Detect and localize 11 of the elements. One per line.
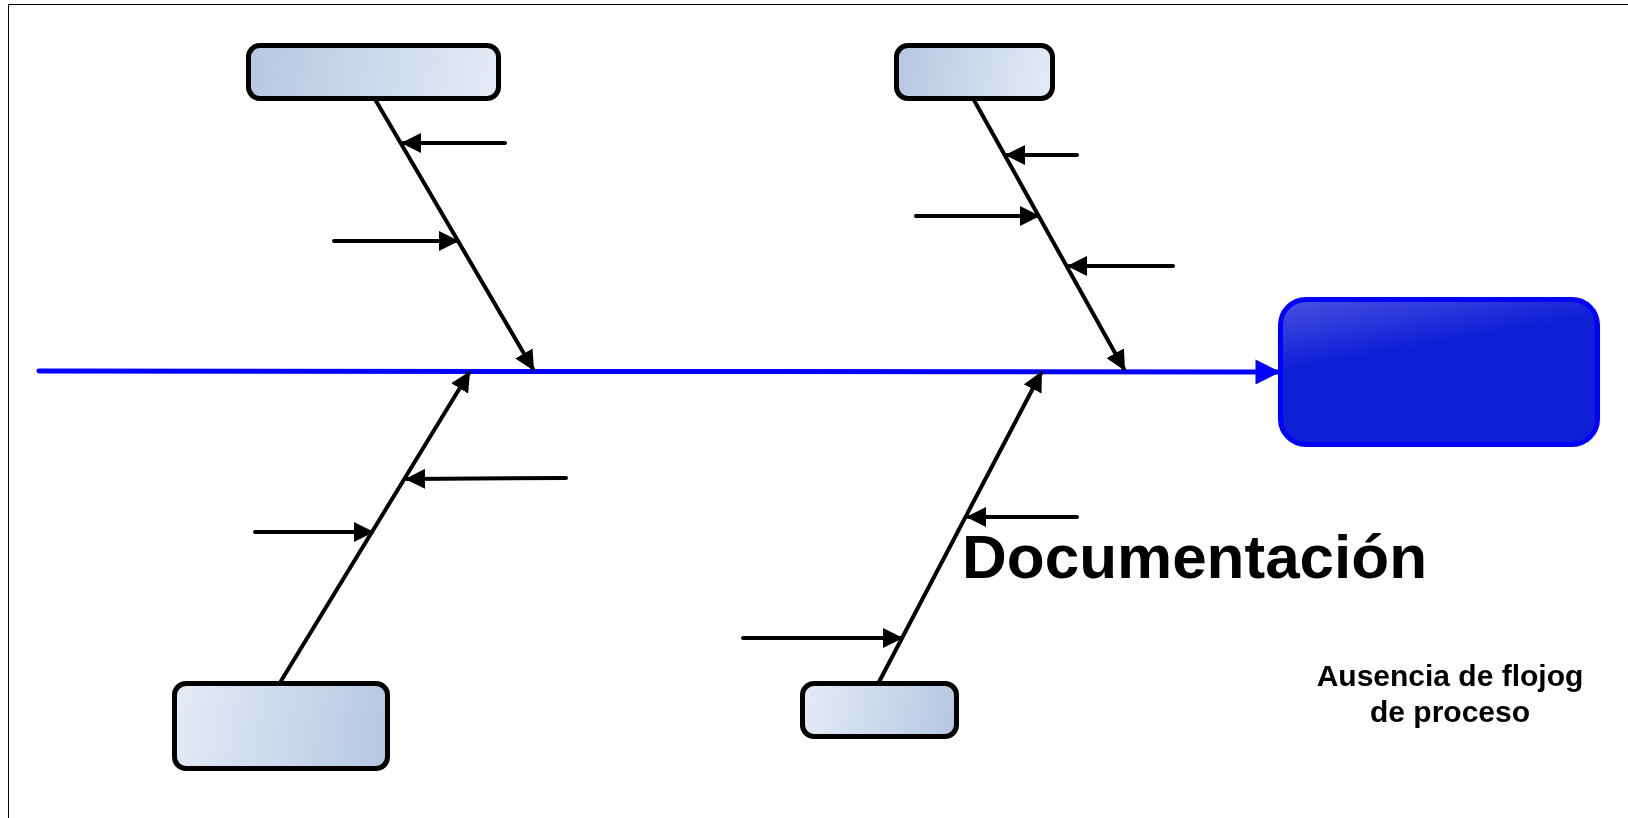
bone-arrow	[279, 371, 471, 683]
cause-box	[800, 681, 959, 739]
bone-arrow	[877, 371, 1043, 683]
cause-box	[894, 43, 1055, 101]
effect-label: Ausencia de flojog de proceso	[1315, 658, 1585, 730]
cause-box	[246, 43, 501, 101]
bone-arrow	[972, 99, 1126, 371]
effect-box	[1278, 297, 1600, 447]
category-title: Documentación	[962, 521, 1422, 593]
cause-box	[172, 681, 390, 771]
bone-arrow	[374, 99, 535, 371]
